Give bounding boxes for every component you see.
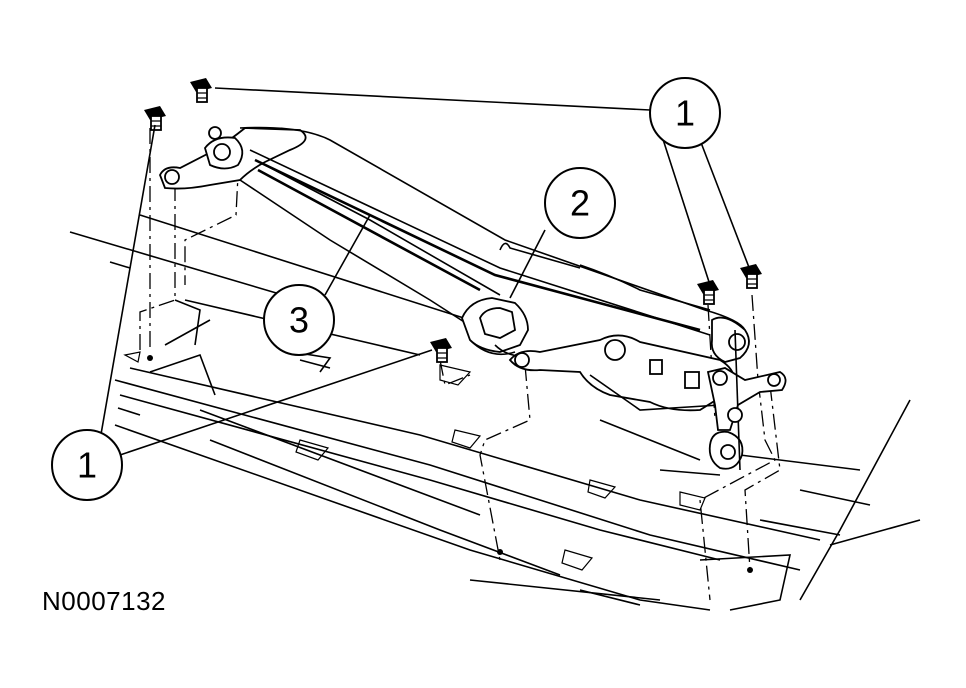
bolt-icon (740, 264, 762, 289)
cowl-vent-slots (123, 351, 706, 571)
bolt-icon (430, 338, 452, 363)
callout-label: 3 (289, 300, 309, 341)
callout-label: 2 (570, 183, 590, 224)
bolt-icon (190, 78, 212, 103)
mount-hole-icon (747, 567, 753, 573)
callout-label: 1 (77, 445, 97, 486)
bolt-icon (697, 280, 719, 305)
mount-hole-icon (147, 355, 153, 361)
mount-hole-icon (208, 126, 222, 140)
callout-2: 2 (544, 167, 616, 239)
callout-1-left: 1 (51, 429, 123, 501)
callout-label: 1 (675, 93, 695, 134)
bolt-icon (144, 106, 166, 131)
wiper-linkage-assembly (159, 126, 787, 471)
mount-hole-icon (164, 169, 180, 185)
leader-lines (99, 87, 751, 456)
figure-id: N0007132 (42, 586, 166, 616)
callout-3: 3 (263, 284, 335, 356)
callout-1-top: 1 (649, 77, 721, 149)
cowl-panel-lines (69, 214, 921, 611)
mount-hole-icon (497, 549, 503, 555)
bolts (144, 78, 762, 573)
electrical-connector (461, 297, 530, 368)
mount-hole-icon (727, 407, 743, 423)
